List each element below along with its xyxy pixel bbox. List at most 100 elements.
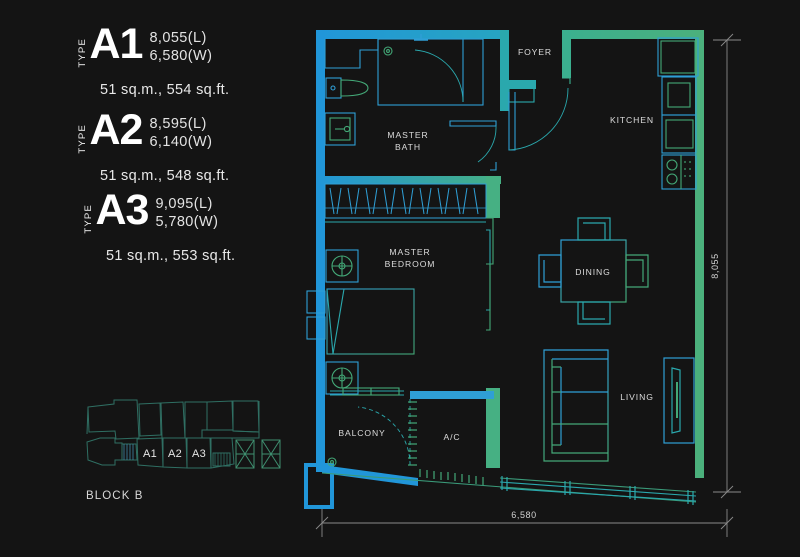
window-slant-2	[499, 487, 697, 502]
keyplan-lower-core	[121, 443, 138, 461]
unit-type-block-a3: TYPE A3 9,095(L) 5,780(W) 51 sq.m., 553 …	[0, 186, 290, 264]
dining-chair-bottom[interactable]	[577, 301, 611, 325]
bedside-lamp-top-core	[338, 262, 346, 270]
keyplan-lower-lobby	[86, 437, 123, 466]
unit-type-heading-a3: TYPE A3 9,095(L) 5,780(W)	[0, 186, 290, 246]
tv-screen	[671, 367, 681, 434]
bedroom-sliding-door-2[interactable]	[486, 229, 491, 311]
entrance-door-jamb	[562, 77, 571, 84]
dining-chair-top[interactable]	[577, 217, 611, 241]
type-area-a1: 51 sq.m., 554 sq.ft.	[100, 82, 230, 98]
shower-enclosure	[377, 38, 484, 106]
master-bedroom-furniture	[306, 217, 494, 395]
master-bath-fixtures	[324, 34, 497, 171]
floor-plan: MASTER BATH FOYER KITCHEN MASTER BEDROOM…	[300, 10, 800, 552]
wall-right-exterior	[695, 30, 704, 478]
wc-pan	[340, 79, 369, 97]
type-dimensions-a3: 9,095(L) 5,780(W)	[155, 196, 218, 231]
unit-type-block-a1: TYPE A1 8,055(L) 6,580(W) 51 sq.m., 554 …	[0, 20, 290, 98]
keyplan-upper-unit-2	[138, 402, 162, 437]
sofa-outline[interactable]	[543, 349, 609, 462]
entrance-door-swing	[508, 87, 569, 151]
wall-balcony-head	[410, 391, 494, 399]
keyplan-upper-unit-1	[87, 399, 140, 440]
dining-chair-left-seat	[543, 260, 561, 283]
kitchen-counter	[661, 114, 697, 154]
type-code-a3: A3	[95, 186, 150, 234]
bed-mattress[interactable]	[326, 288, 415, 355]
type-code-a1: A1	[89, 20, 144, 68]
wall-left-exterior	[316, 30, 325, 470]
kitchen-wall-cabinet	[657, 37, 699, 77]
dim-tick-top	[720, 33, 734, 47]
exterior-walls	[316, 30, 704, 478]
hob-burner-2	[666, 173, 678, 185]
kitchen-counter-inner	[665, 119, 694, 149]
keyplan-lift-hatch	[214, 453, 228, 466]
room-label-master-bath-line1: MASTER	[387, 130, 428, 140]
balcony-sliding-door[interactable]	[322, 465, 418, 486]
bed-duvet-fold-2	[332, 288, 345, 355]
bedside-table-bottom[interactable]	[325, 361, 359, 395]
dim-tick-right	[720, 516, 734, 530]
type-length-a3: 9,095(L)	[155, 196, 213, 212]
wall-bedroom-living-pier	[486, 388, 500, 468]
hob-controls	[684, 161, 691, 177]
keyplan-label-a2: A2	[168, 448, 182, 460]
type-word-a1: TYPE	[77, 38, 88, 68]
wall-bath-right-lower	[500, 89, 509, 111]
wc-flush	[330, 85, 336, 91]
bedroom-sliding-door-3[interactable]	[486, 263, 491, 331]
shower-floor-drain-center	[386, 49, 390, 53]
kitchen-fixtures	[657, 37, 699, 190]
shower-floor-drain-icon	[383, 46, 393, 56]
dim-tick-left	[315, 516, 329, 530]
keyplan-lower-unit-4	[210, 437, 235, 469]
wardrobe-hangers	[329, 187, 479, 215]
type-dimensions-a1: 8,055(L) 6,580(W)	[149, 30, 212, 65]
kitchen-sink-bowl	[667, 82, 691, 108]
bath-door-jamb	[490, 162, 497, 171]
keyplan-lower-right-edge	[232, 432, 260, 439]
bath-door-swing	[477, 125, 497, 163]
dining-furniture	[538, 217, 649, 325]
room-label-foyer: FOYER	[518, 47, 552, 57]
shower-head-icon	[414, 34, 428, 41]
pillow-1	[306, 290, 326, 314]
pillow-2	[306, 316, 326, 340]
dimension-height-label: 8,055	[710, 253, 720, 279]
room-label-kitchen: KITCHEN	[610, 115, 654, 125]
dimension-width-label: 6,580	[511, 510, 537, 520]
wc-cistern	[325, 77, 342, 99]
hob-burner-1	[666, 159, 678, 171]
unit-type-heading-a2: TYPE A2 8,595(L) 6,140(W)	[0, 109, 290, 166]
balcony-floor-drain-icon	[327, 457, 337, 467]
dining-chair-right[interactable]	[625, 254, 649, 288]
unit-type-legend: TYPE A1 8,055(L) 6,580(W) 51 sq.m., 554 …	[0, 0, 310, 552]
type-word-a3: TYPE	[83, 204, 94, 234]
bedside-table-top[interactable]	[325, 249, 359, 283]
tv-console[interactable]	[663, 357, 695, 444]
entrance-door-leaf	[508, 92, 516, 151]
sofa-arm-inner	[551, 359, 608, 454]
type-width-a1: 6,580(W)	[149, 47, 213, 64]
window-slant-3	[499, 477, 697, 493]
wardrobe	[324, 183, 487, 219]
type-area-a2: 51 sq.m., 548 sq.ft.	[100, 168, 230, 184]
ac-door-swing	[357, 406, 411, 466]
bottom-slanted-facade	[321, 472, 697, 505]
balcony-ac-zone	[322, 387, 484, 486]
bedside-lamp-bottom-cross	[332, 368, 352, 388]
living-furniture	[543, 349, 695, 462]
floor-plan-svg: MASTER BATH FOYER KITCHEN MASTER BEDROOM…	[304, 30, 741, 537]
type-length-a1: 8,055(L)	[149, 30, 207, 46]
ac-louvre-horizontal	[419, 469, 484, 485]
keyplan-upper-unit-5	[206, 400, 234, 431]
bath-niche	[324, 39, 379, 69]
sofa-seam	[552, 366, 561, 446]
dining-chair-left[interactable]	[538, 254, 562, 288]
window-slant-1	[499, 481, 697, 497]
room-labels: MASTER BATH FOYER KITCHEN MASTER BEDROOM…	[338, 47, 654, 442]
key-plan[interactable]: A1 A2 A3	[82, 398, 282, 478]
